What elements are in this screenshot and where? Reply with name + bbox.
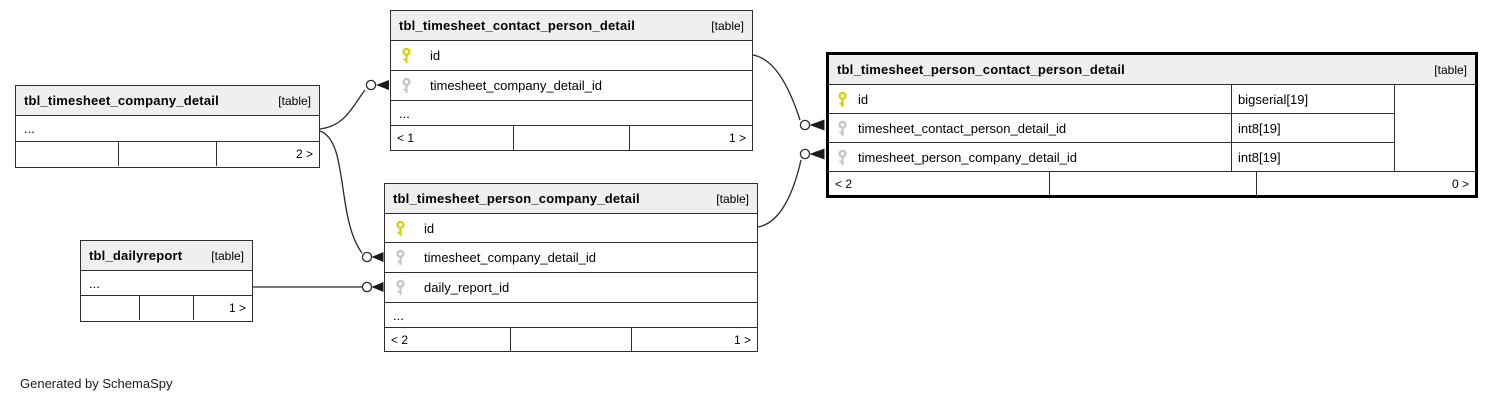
footer-middle-cell xyxy=(139,296,192,320)
hidden-columns-row: ... xyxy=(385,303,757,328)
table-node-dailyreport[interactable]: tbl_dailyreport [table] ... 1 > xyxy=(80,240,253,322)
column-row[interactable]: timesheet_company_detail_id xyxy=(391,71,752,101)
ellipsis-label: ... xyxy=(399,105,410,121)
column-type: int8[19] xyxy=(1231,143,1475,171)
column-row[interactable]: timesheet_person_company_detail_id int8[… xyxy=(829,143,1475,172)
footer-children-cell: 1 > xyxy=(630,328,757,352)
column-row[interactable]: timesheet_company_detail_id xyxy=(385,243,757,273)
footer-parents-cell: < 2 xyxy=(835,177,853,191)
column-name: timesheet_person_company_detail_id xyxy=(858,149,1077,165)
relationship-line-contact-person-contact xyxy=(752,54,801,121)
table-header[interactable]: tbl_timesheet_person_company_detail [tab… xyxy=(385,184,757,214)
table-node-timesheet-company-detail[interactable]: tbl_timesheet_company_detail [table] ...… xyxy=(15,85,320,168)
table-type-badge: [table] xyxy=(211,248,244,263)
footer-middle-cell xyxy=(512,126,630,150)
footer-parents-cell: < 1 xyxy=(397,131,415,145)
hidden-columns-row: ... xyxy=(81,271,252,296)
table-footer: 1 > xyxy=(81,296,252,320)
footer-middle-cell xyxy=(510,328,630,352)
table-title: tbl_timesheet_company_detail xyxy=(24,93,219,108)
column-row[interactable]: daily_report_id xyxy=(385,273,757,303)
table-title: tbl_timesheet_contact_person_detail xyxy=(399,18,636,33)
footer-parents-cell: < 2 xyxy=(391,333,409,347)
table-title: tbl_timesheet_person_company_detail xyxy=(393,191,640,206)
arrowhead xyxy=(371,282,384,292)
primary-key-icon xyxy=(402,47,411,63)
footer-children-cell: 2 > xyxy=(215,142,319,166)
table-header[interactable]: tbl_timesheet_company_detail [table] xyxy=(16,86,319,116)
ellipsis-label: ... xyxy=(24,121,35,136)
foreign-key-icon xyxy=(402,77,411,93)
table-footer: < 1 1 > xyxy=(391,126,752,150)
table-header[interactable]: tbl_dailyreport [table] xyxy=(81,241,252,271)
relationship-line-company-contact xyxy=(319,89,366,130)
arrowhead xyxy=(809,119,825,131)
relationship-line-company-person-company xyxy=(319,130,363,254)
zero-or-one-marker xyxy=(365,79,377,91)
foreign-key-icon xyxy=(396,249,405,265)
foreign-key-icon xyxy=(396,279,405,295)
table-type-badge: [table] xyxy=(711,18,744,33)
footer-parents-cell xyxy=(16,142,118,166)
table-footer: 2 > xyxy=(16,142,319,166)
column-type: int8[19] xyxy=(1231,114,1475,142)
table-node-timesheet-contact-person-detail[interactable]: tbl_timesheet_contact_person_detail [tab… xyxy=(390,10,753,151)
column-row[interactable]: id bigserial[19] xyxy=(829,85,1475,114)
zero-or-one-marker xyxy=(361,281,373,293)
table-type-badge: [table] xyxy=(278,93,311,108)
column-row[interactable]: id xyxy=(385,214,757,243)
column-name: timesheet_company_detail_id xyxy=(430,78,602,93)
footer-children-cell: 1 > xyxy=(192,296,252,320)
zero-or-one-marker xyxy=(799,148,811,160)
table-node-timesheet-person-contact-person-detail[interactable]: tbl_timesheet_person_contact_person_deta… xyxy=(826,52,1478,198)
column-row[interactable]: id xyxy=(391,41,752,71)
empty-column-cell xyxy=(1394,85,1475,171)
table-header[interactable]: tbl_timesheet_contact_person_detail [tab… xyxy=(391,11,752,41)
column-row[interactable]: timesheet_contact_person_detail_id int8[… xyxy=(829,114,1475,143)
zero-or-one-marker xyxy=(799,119,811,131)
primary-key-icon xyxy=(838,91,847,107)
footer-children-cell: 1 > xyxy=(629,126,752,150)
ellipsis-label: ... xyxy=(393,307,404,323)
footer-middle-cell xyxy=(1049,172,1256,196)
table-node-timesheet-person-company-detail[interactable]: tbl_timesheet_person_company_detail [tab… xyxy=(384,183,758,352)
hidden-columns-row: ... xyxy=(16,116,319,142)
arrowhead xyxy=(376,80,389,90)
foreign-key-icon xyxy=(838,149,847,165)
generated-by-caption: Generated by SchemaSpy xyxy=(20,376,173,391)
table-title: tbl_timesheet_person_contact_person_deta… xyxy=(837,62,1125,77)
column-name: timesheet_contact_person_detail_id xyxy=(858,120,1067,136)
column-name: id xyxy=(430,48,441,63)
footer-parents-cell xyxy=(81,296,139,320)
table-title: tbl_dailyreport xyxy=(89,248,183,263)
column-name: id xyxy=(424,220,435,236)
footer-middle-cell xyxy=(118,142,215,166)
column-name: timesheet_company_detail_id xyxy=(424,250,596,265)
foreign-key-icon xyxy=(838,120,847,136)
relationship-line-person-company-person-contact xyxy=(757,159,802,228)
zero-or-one-marker xyxy=(361,251,373,263)
hidden-columns-row: ... xyxy=(391,101,752,126)
table-footer: < 2 1 > xyxy=(385,328,757,352)
arrowhead xyxy=(371,252,384,262)
table-type-badge: [table] xyxy=(1434,62,1467,77)
table-type-badge: [table] xyxy=(716,191,749,206)
table-footer: < 2 0 > xyxy=(829,172,1475,196)
table-header[interactable]: tbl_timesheet_person_contact_person_deta… xyxy=(829,55,1475,85)
footer-children-cell: 0 > xyxy=(1256,172,1475,196)
ellipsis-label: ... xyxy=(89,275,100,291)
arrowhead xyxy=(809,148,825,160)
column-type: bigserial[19] xyxy=(1231,85,1475,113)
primary-key-icon xyxy=(396,220,405,236)
column-name: daily_report_id xyxy=(424,280,510,295)
column-name: id xyxy=(858,91,869,107)
